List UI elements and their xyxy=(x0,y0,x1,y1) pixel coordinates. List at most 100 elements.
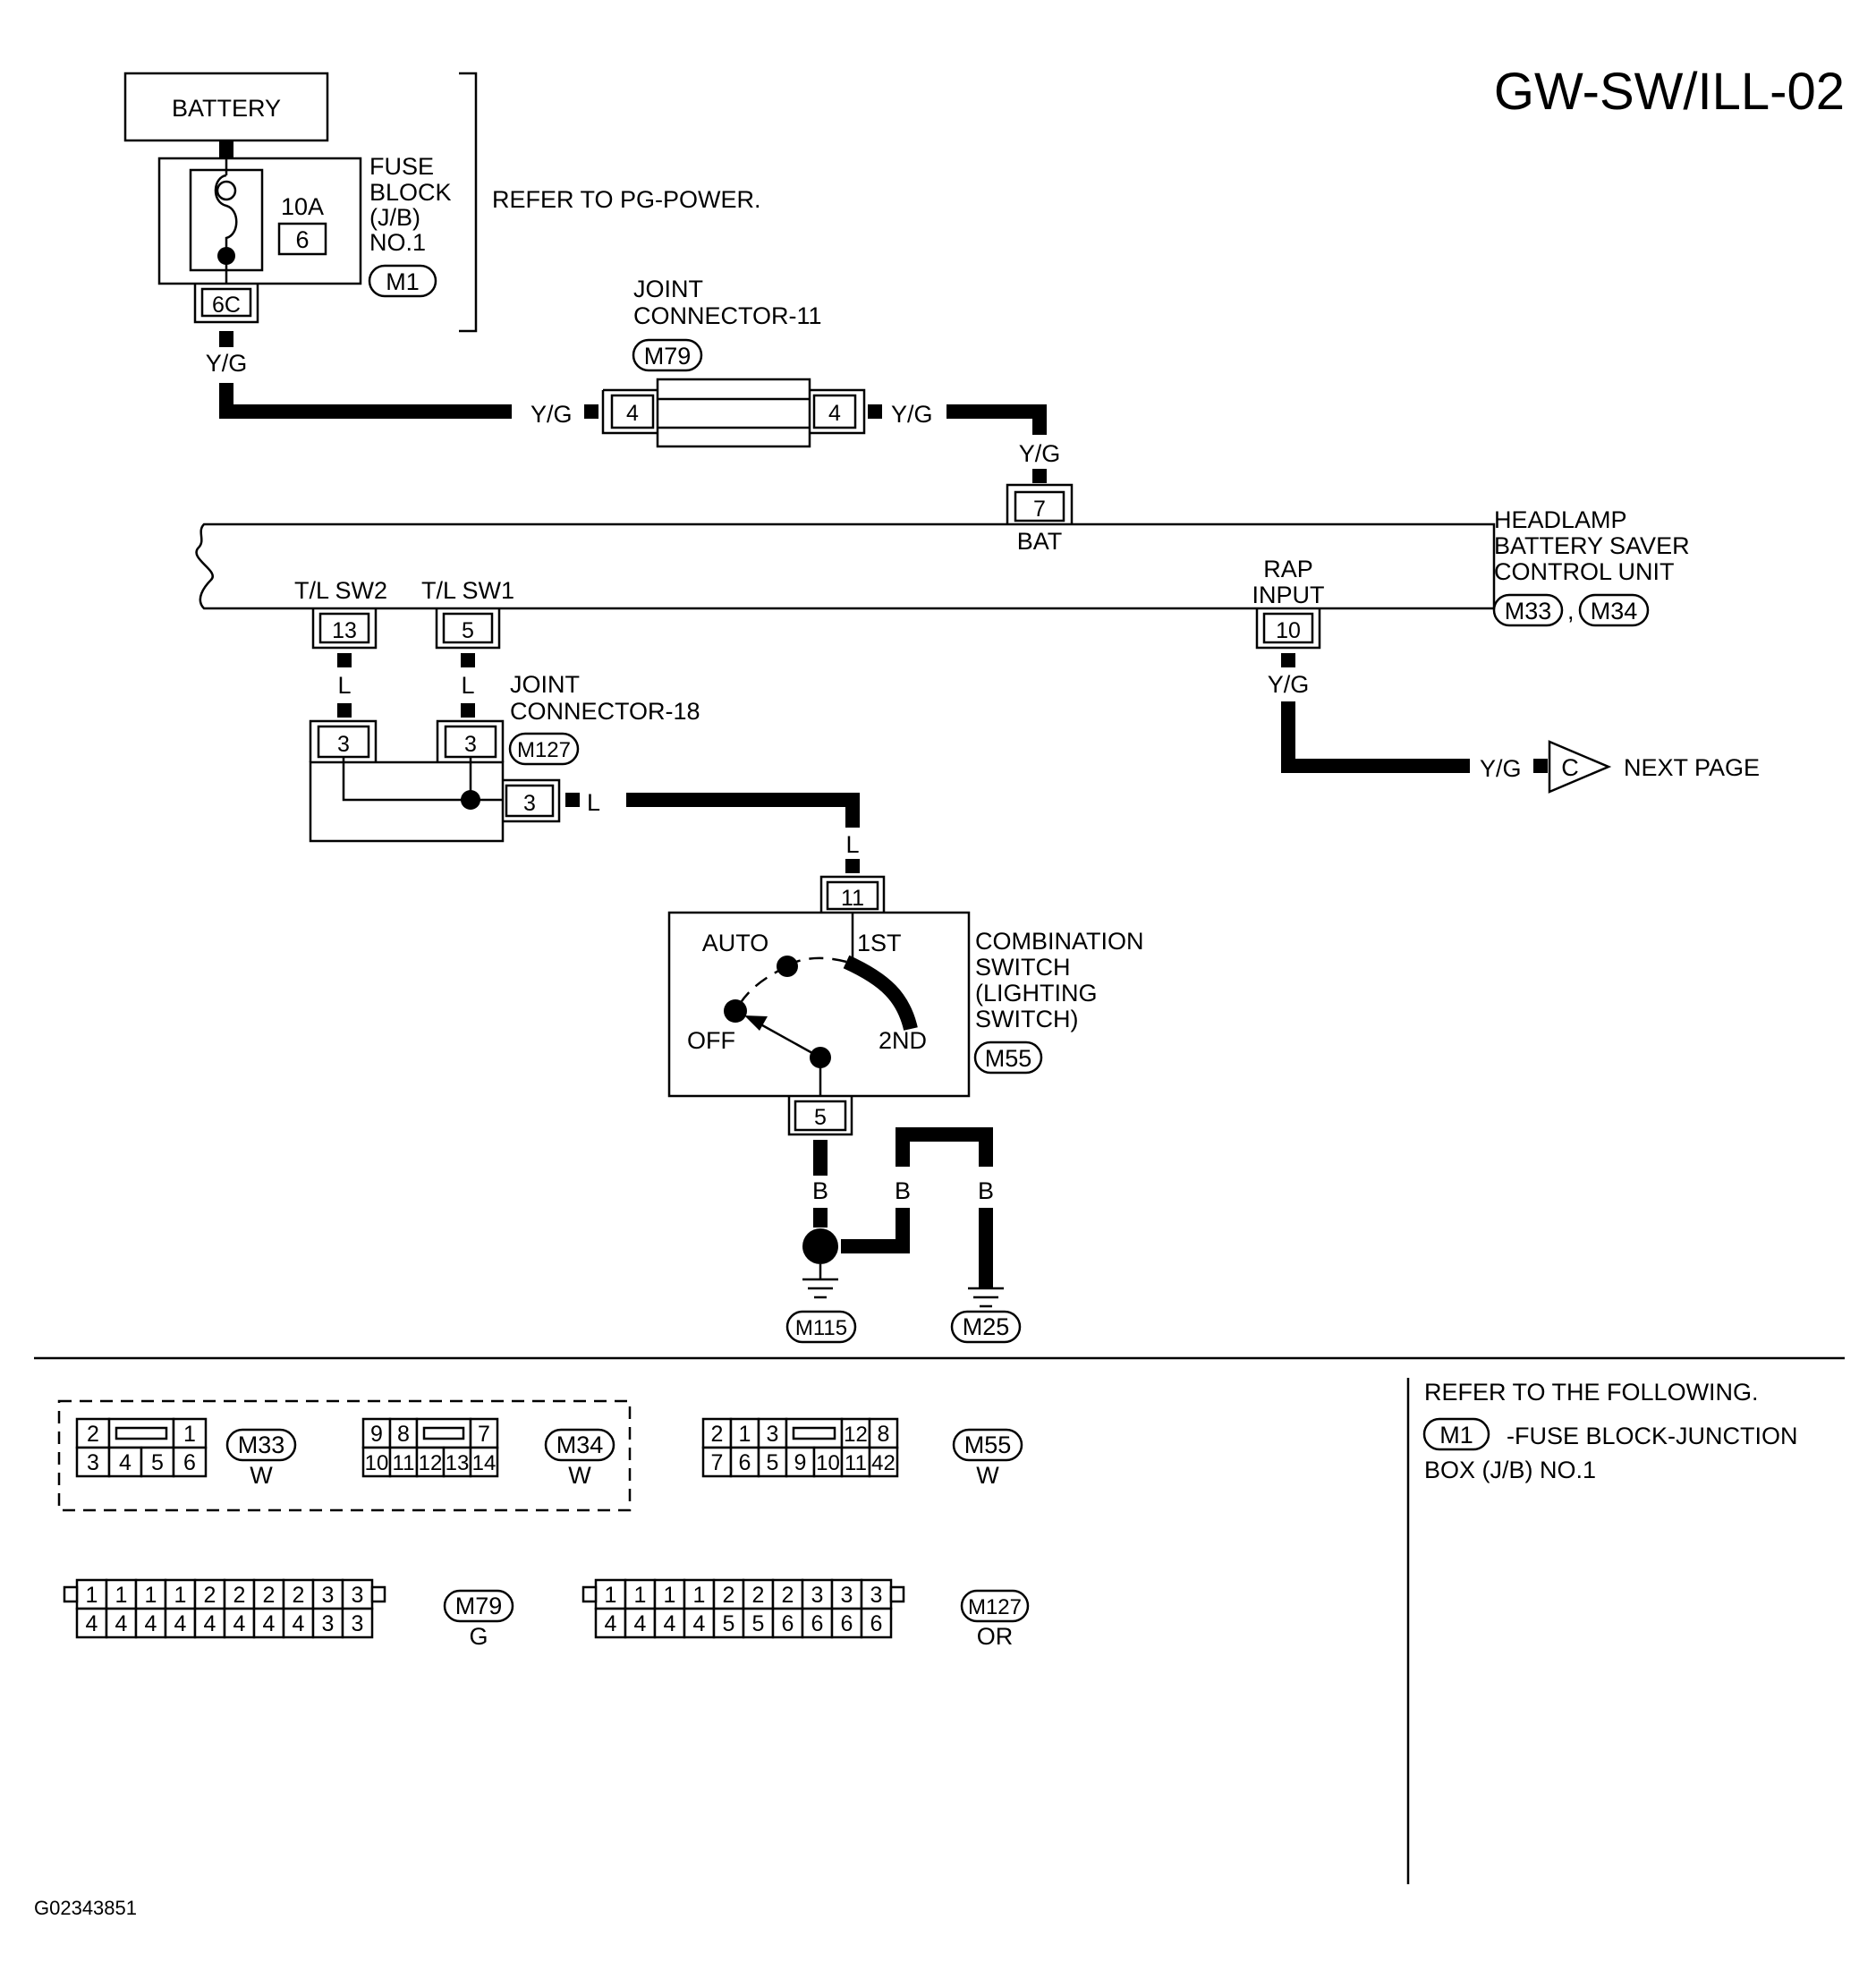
connector-cell xyxy=(341,1607,374,1639)
connector-cell xyxy=(812,1446,844,1478)
connector-cell xyxy=(252,1578,285,1610)
connector-cell xyxy=(172,1446,208,1478)
position-auto: AUTO xyxy=(702,930,769,956)
joint-connector-18: JOINT CONNECTOR-18 M127 3 3 3 xyxy=(309,671,700,843)
connector-cell xyxy=(701,1446,733,1478)
connector-cell xyxy=(868,1446,899,1478)
rap-label-2: INPUT xyxy=(1252,582,1325,608)
wire-label-b-1: B xyxy=(812,1177,828,1204)
position-off: OFF xyxy=(687,1027,735,1054)
connector-pin-number: 12 xyxy=(844,1423,868,1447)
connector-pin-number: 4 xyxy=(693,1611,706,1636)
combination-switch-connector: M55 xyxy=(985,1045,1032,1072)
connector-pin-number: 11 xyxy=(393,1451,415,1475)
combination-switch-name-2: SWITCH xyxy=(975,954,1070,981)
next-page-label: NEXT PAGE xyxy=(1624,754,1760,781)
connector-cell xyxy=(830,1607,863,1639)
svg-text:4: 4 xyxy=(626,401,639,426)
ground-icon xyxy=(802,1278,838,1299)
connector-pin-number: 4 xyxy=(145,1611,157,1636)
svg-text:7: 7 xyxy=(1033,497,1046,522)
control-unit-name-1: HEADLAMP xyxy=(1494,506,1627,533)
connector-pin-number: 2 xyxy=(711,1422,724,1447)
position-2nd: 2ND xyxy=(879,1027,927,1054)
connector-cell xyxy=(860,1607,893,1639)
connector-color: W xyxy=(250,1462,273,1489)
next-page-arrow-icon xyxy=(1548,740,1612,794)
connector-cell xyxy=(75,1578,108,1610)
connector-pin-number: 5 xyxy=(752,1611,765,1636)
connector-pin-number: 4 xyxy=(233,1611,246,1636)
position-1st: 1ST xyxy=(857,930,902,956)
control-unit-name-2: BATTERY SAVER xyxy=(1494,532,1690,559)
connector-key-slot xyxy=(792,1426,836,1440)
wire-label-l-4: L xyxy=(845,831,859,858)
svg-text:5: 5 xyxy=(462,618,474,643)
connector-tab xyxy=(63,1585,79,1603)
connector-pin-number: 10 xyxy=(816,1451,840,1475)
connector-key-slot xyxy=(422,1426,465,1440)
connector-pin-number: 1 xyxy=(115,1583,128,1608)
jc18-name-2: CONNECTOR-18 xyxy=(510,698,700,725)
connector-id: M127 xyxy=(968,1595,1022,1619)
ground-label-m115: M115 xyxy=(795,1316,847,1340)
connector-pin-number: 8 xyxy=(397,1422,410,1447)
connector-pin-number: 6 xyxy=(739,1450,751,1475)
fuse-amp: 10A xyxy=(281,193,324,220)
svg-text:13: 13 xyxy=(332,618,357,643)
connector-id-badge xyxy=(225,1428,297,1462)
connector-pin-number: 4 xyxy=(605,1611,617,1636)
switch-arrow-icon xyxy=(744,1015,768,1031)
connector-pin-number: 1 xyxy=(183,1422,196,1447)
connector-cell xyxy=(311,1607,344,1639)
svg-text:10: 10 xyxy=(1276,618,1301,643)
connector-pin-number: 4 xyxy=(293,1611,305,1636)
fuse-icon xyxy=(214,158,238,256)
connector-pin-number: 2 xyxy=(723,1583,735,1608)
connector-pin-number: 6 xyxy=(782,1611,794,1636)
connector-6c: 6C xyxy=(193,284,259,324)
svg-text:6C: 6C xyxy=(212,293,241,318)
diagram-title: GW-SW/ILL-02 xyxy=(1494,63,1845,121)
connector-id-badge xyxy=(952,1428,1023,1462)
figure-id: G02343851 xyxy=(34,1897,137,1919)
connector-pin-number: 3 xyxy=(841,1583,853,1608)
next-page-indicator: C NEXT PAGE xyxy=(1548,740,1760,794)
fuse-block: 10A 6 FUSE BLOCK (J/B) NO.1 M1 xyxy=(157,153,452,298)
jc11-connector: M79 xyxy=(644,343,692,370)
connector-pin-number: 3 xyxy=(87,1450,99,1475)
refer-text-2: BOX (J/B) NO.1 xyxy=(1424,1457,1596,1483)
connector-pin-number: 8 xyxy=(878,1422,890,1447)
combination-switch-name-3: (LIGHTING xyxy=(975,980,1098,1007)
ground-m115: M115 xyxy=(785,1264,857,1344)
connector-pin-number: 1 xyxy=(739,1422,751,1447)
joint-connector-11: JOINT CONNECTOR-11 M79 4 4 xyxy=(601,276,866,448)
fuse-block-name-1: FUSE xyxy=(369,153,434,180)
wire-label-b-3: B xyxy=(978,1177,994,1204)
wire-label-yg-1: Y/G xyxy=(206,350,248,377)
connector-pin-number: 3 xyxy=(352,1583,364,1608)
ground-m25: M25 xyxy=(950,1287,1022,1344)
refer-box: REFER TO THE FOLLOWING. M1 -FUSE BLOCK-J… xyxy=(1422,1379,1798,1483)
connector-id: M34 xyxy=(556,1432,604,1458)
connector-cell xyxy=(469,1446,499,1478)
wire-label-yg-3: Y/G xyxy=(891,401,933,428)
connector-pin-number: 3 xyxy=(767,1422,779,1447)
control-unit-connector-2: M34 xyxy=(1591,598,1638,624)
wire-label-l-2: L xyxy=(461,672,474,699)
connector-pin-number: 9 xyxy=(370,1422,383,1447)
connector-pin-number: 10 xyxy=(365,1451,389,1475)
connector-pin-number: 2 xyxy=(782,1583,794,1608)
connector-id: M33 xyxy=(238,1432,285,1458)
connector-cell xyxy=(361,1446,392,1478)
svg-text:3: 3 xyxy=(464,732,477,757)
connector-pin-number: 9 xyxy=(794,1450,807,1475)
connector-pin-number: 2 xyxy=(233,1583,246,1608)
connector-pin-number: 4 xyxy=(174,1611,187,1636)
svg-text:11: 11 xyxy=(841,886,864,911)
wire-label-yg-4: Y/G xyxy=(1019,440,1061,467)
connector-pin-number: 4 xyxy=(664,1611,676,1636)
